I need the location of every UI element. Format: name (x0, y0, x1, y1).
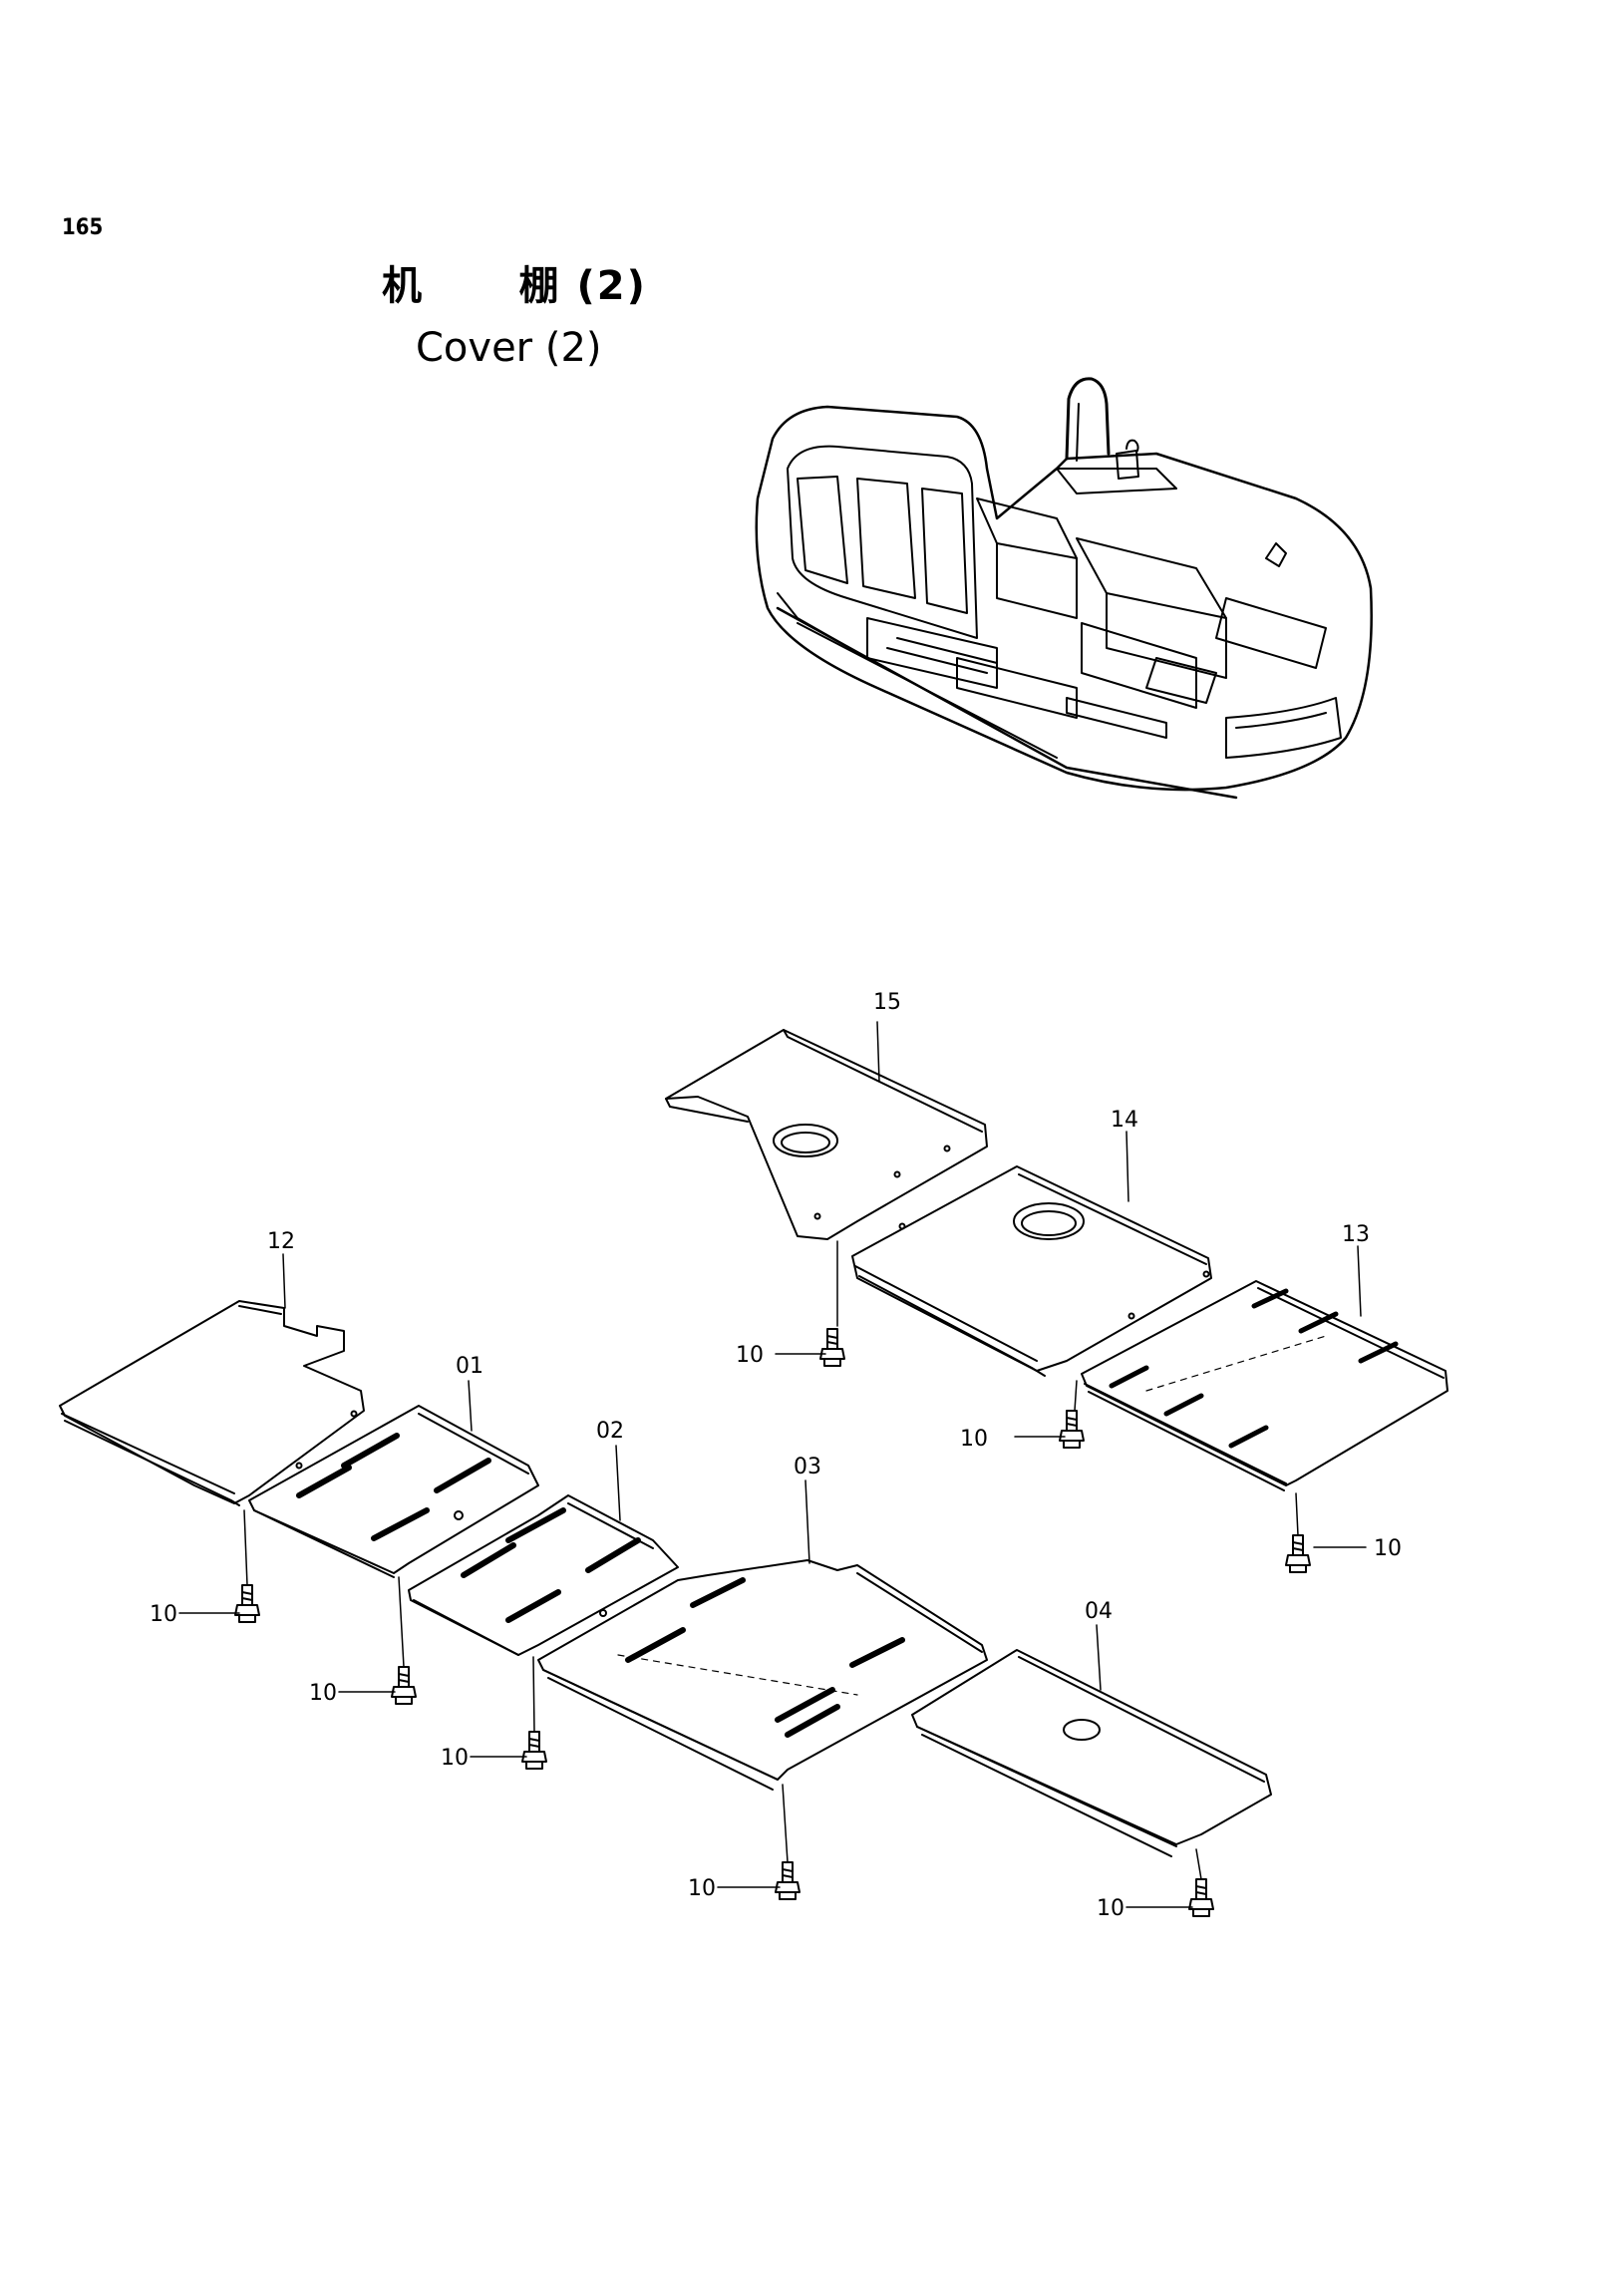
bolt-icon (1285, 1534, 1311, 1573)
callout-labels: 15 14 13 12 01 02 03 04 10 10 10 10 10 1… (150, 990, 1402, 1921)
label-part-04: 04 (1085, 1599, 1113, 1624)
label-part-15: 15 (873, 990, 901, 1015)
leader-lines (178, 1021, 1367, 1908)
bolt-icon (819, 1328, 845, 1367)
label-part-14: 14 (1111, 1108, 1138, 1133)
label-part-12: 12 (267, 1229, 295, 1254)
plate-13 (1081, 1280, 1448, 1491)
plate-15 (665, 1029, 988, 1240)
label-bolt-10: 10 (960, 1427, 988, 1452)
bolt-icon (521, 1731, 547, 1770)
bolt-icon (1059, 1410, 1085, 1449)
plate-01 (248, 1405, 539, 1578)
label-bolt-10: 10 (688, 1876, 716, 1901)
label-part-13: 13 (1342, 1222, 1370, 1247)
page-number: 165 (62, 215, 104, 240)
bolt-icon (391, 1666, 417, 1705)
plate-14 (851, 1165, 1212, 1377)
plate-02 (408, 1494, 679, 1656)
bolt-icon (775, 1861, 801, 1900)
title-english: Cover (2) (416, 325, 602, 371)
bolt-icon (234, 1584, 260, 1623)
label-bolt-10: 10 (1097, 1896, 1124, 1921)
plate-12 (59, 1300, 365, 1506)
label-part-02: 02 (596, 1419, 624, 1444)
machine-overview (755, 377, 1373, 800)
label-bolt-10: 10 (441, 1746, 469, 1771)
label-part-03: 03 (794, 1455, 821, 1479)
label-bolt-10: 10 (309, 1681, 337, 1706)
bolt-icon (1188, 1878, 1214, 1917)
bolts (234, 1328, 1311, 1917)
title-chinese: 机 棚 (2) (382, 263, 647, 309)
label-part-01: 01 (456, 1354, 483, 1379)
label-bolt-10: 10 (1374, 1536, 1402, 1561)
label-bolt-10: 10 (736, 1343, 764, 1368)
label-bolt-10: 10 (150, 1602, 177, 1627)
plate-04 (911, 1649, 1272, 1857)
plate-03 (537, 1559, 988, 1791)
